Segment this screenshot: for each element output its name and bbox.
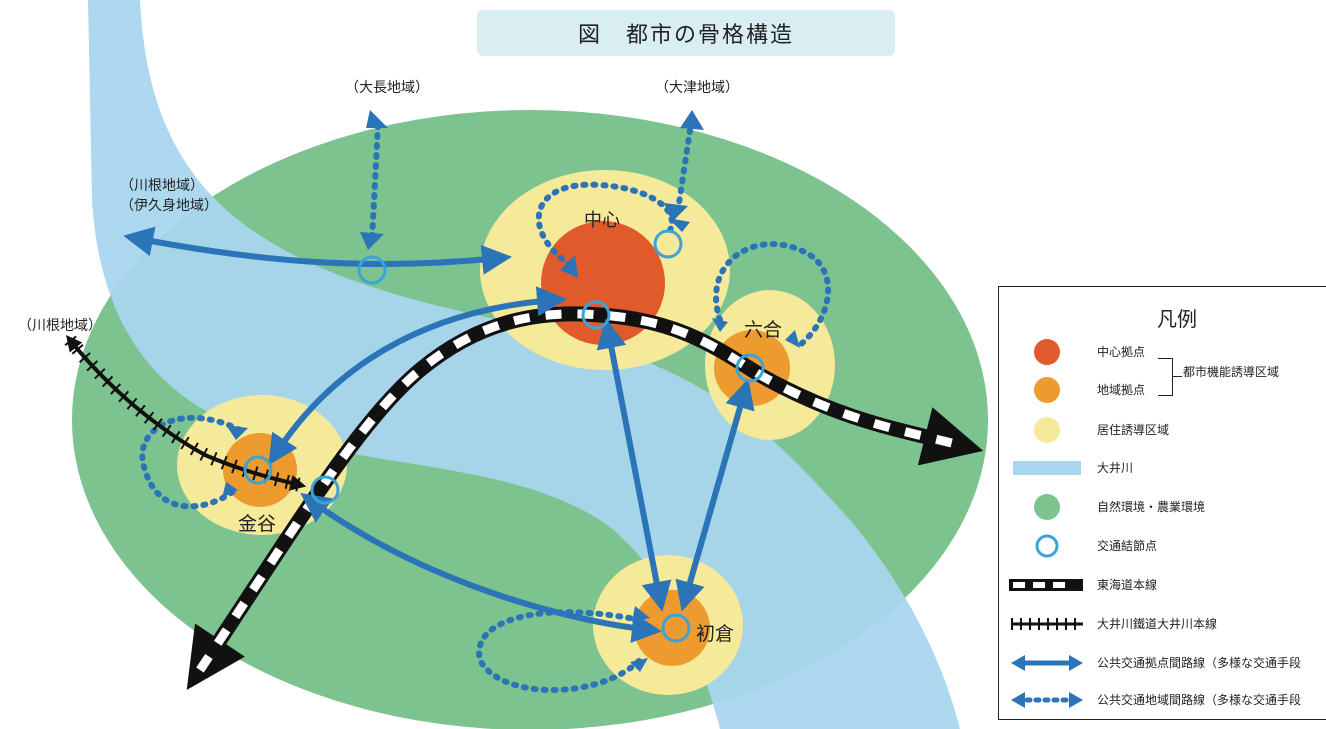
label-kawane-1: （川根地域）: [120, 178, 204, 194]
legend: 凡例 中心拠点 地域拠点 都市機能誘導区域 居住誘導区域 大井川 自然環境・農業…: [998, 286, 1326, 720]
center-base-symbol: [1034, 339, 1060, 365]
label-hatsukura: 初倉: [696, 623, 734, 645]
tokaido-line: [186, 306, 984, 690]
legend-bracket: [1158, 358, 1173, 396]
label-kanaya: 金谷: [238, 513, 276, 535]
legend-bracket-tick: [1172, 376, 1182, 377]
legend-label: 公共交通地域間路線（多様な交通手段: [1097, 693, 1302, 707]
legend-label: 大井川鐵道大井川本線: [1097, 617, 1218, 631]
transport-nodes: [243, 229, 765, 643]
legend-item-node: 交通結節点: [999, 531, 1326, 561]
legend-item-residential: 居住誘導区域: [999, 415, 1326, 445]
legend-label: 中心拠点: [1097, 345, 1146, 359]
legend-label: 地域拠点: [1097, 383, 1146, 397]
node-symbol: [1035, 534, 1059, 558]
inter-base-routes: [123, 226, 755, 643]
oigawa-railway: [64, 335, 307, 492]
legend-item-inter-base-route: 公共交通拠点間路線（多様な交通手段: [999, 648, 1326, 678]
tokaido-symbol: [1009, 579, 1083, 591]
legend-item-center-base: 中心拠点: [999, 337, 1326, 367]
inter-base-route-symbol: [1011, 655, 1083, 671]
label-center: 中心: [584, 210, 620, 231]
legend-item-tokaido: 東海道本線: [999, 570, 1326, 600]
label-rokugo: 六合: [744, 319, 782, 341]
legend-item-river: 大井川: [999, 453, 1326, 483]
residential-symbol: [1034, 417, 1060, 443]
legend-label: 大井川: [1097, 461, 1134, 475]
legend-label: 公共交通拠点間路線（多様な交通手段: [1097, 656, 1302, 670]
legend-item-regional-base: 地域拠点: [999, 375, 1326, 405]
legend-label: 自然環境・農業環境: [1097, 500, 1206, 514]
legend-label: 交通結節点: [1097, 539, 1158, 553]
label-ikumi: （伊久身地域）: [120, 198, 218, 214]
nature-symbol: [1034, 494, 1060, 520]
legend-item-nature: 自然環境・農業環境: [999, 492, 1326, 522]
regional-base-symbol: [1034, 377, 1060, 403]
inter-regional-routes: [369, 122, 693, 243]
map-title: 図 都市の骨格構造: [477, 10, 895, 56]
legend-item-oigawa-railway: 大井川鐵道大井川本線: [999, 609, 1326, 639]
oigawa-railway-symbol: [1011, 618, 1083, 630]
legend-group-label: 都市機能誘導区域: [1183, 365, 1280, 379]
legend-title: 凡例: [1157, 307, 1197, 331]
label-oonaga: （大長地域）: [345, 80, 429, 96]
label-kawane: （川根地域）: [18, 318, 102, 334]
regional-arrowheads: [360, 110, 704, 250]
river-symbol: [1013, 461, 1081, 475]
legend-item-inter-regional-route: 公共交通地域間路線（多様な交通手段: [999, 685, 1326, 715]
inter-regional-route-symbol: [1011, 692, 1083, 708]
legend-label: 東海道本線: [1097, 578, 1158, 592]
legend-label: 居住誘導区域: [1097, 423, 1170, 437]
label-ootsu: （大津地域）: [655, 80, 739, 96]
